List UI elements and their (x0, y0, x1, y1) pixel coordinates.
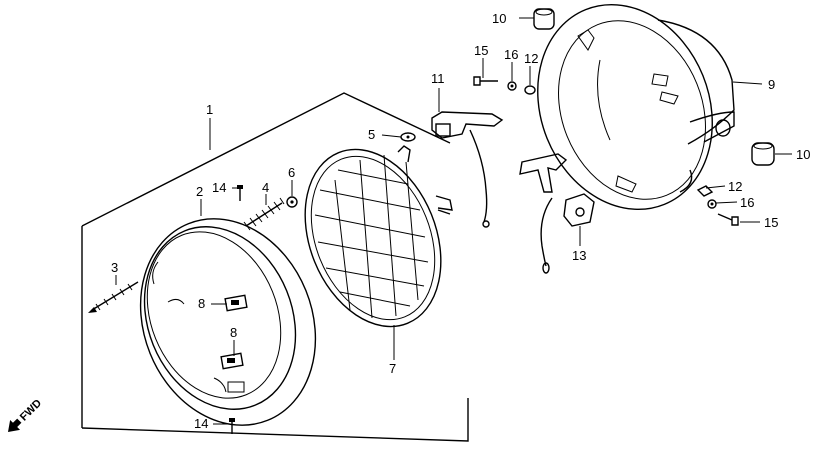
bolt-upper (473, 76, 498, 86)
callout-3: 3 (111, 260, 118, 275)
socket-upper (431, 111, 504, 228)
callout-5: 5 (368, 127, 375, 142)
fwd-arrow-icon (8, 418, 22, 432)
fwd-label: FWD (18, 397, 44, 423)
callouts: 1 2 3 4 5 6 7 8 8 9 10 10 11 12 12 13 14… (111, 11, 810, 431)
grommet-lower (751, 142, 775, 166)
callout-2: 2 (196, 184, 203, 199)
bolt-lower (717, 213, 739, 226)
lock-washer-lower (707, 199, 717, 209)
headlight-case (537, 3, 735, 211)
socket-lower (519, 153, 595, 274)
adjusting-screw (88, 281, 139, 313)
screw-upper (237, 185, 243, 201)
callout-10-lower: 10 (796, 147, 810, 162)
callout-12-upper: 12 (524, 51, 538, 66)
mounting-clip (400, 132, 416, 142)
callout-6: 6 (288, 165, 295, 180)
callout-8-upper: 8 (198, 296, 205, 311)
grommet-upper (533, 8, 555, 30)
washer-lower (696, 185, 714, 197)
callout-10-upper: 10 (492, 11, 506, 26)
leader-lines (115, 17, 792, 425)
sealed-beam-unit (304, 145, 453, 328)
callout-15-lower: 15 (764, 215, 778, 230)
callout-15-upper: 15 (474, 43, 488, 58)
callout-13: 13 (572, 248, 586, 263)
callout-8-lower: 8 (230, 325, 237, 340)
callout-12-lower: 12 (728, 179, 742, 194)
clip-lower (220, 352, 244, 370)
spring (243, 197, 285, 231)
nut (286, 196, 298, 208)
callout-4: 4 (262, 180, 269, 195)
callout-7: 7 (389, 361, 396, 376)
callout-1: 1 (206, 102, 213, 117)
callout-16-upper: 16 (504, 47, 518, 62)
callout-14-upper: 14 (212, 180, 226, 195)
fwd-indicator: FWD (8, 397, 44, 432)
screw-lower (229, 418, 235, 434)
clip-upper (224, 294, 248, 312)
assembly-outline (81, 92, 469, 442)
callout-9: 9 (768, 77, 775, 92)
callout-11: 11 (431, 71, 445, 86)
headlight-rim (139, 218, 317, 426)
lock-washer-upper (507, 81, 517, 91)
washer-upper (524, 85, 536, 95)
callout-14-lower: 14 (194, 416, 208, 431)
callout-16-lower: 16 (740, 195, 754, 210)
